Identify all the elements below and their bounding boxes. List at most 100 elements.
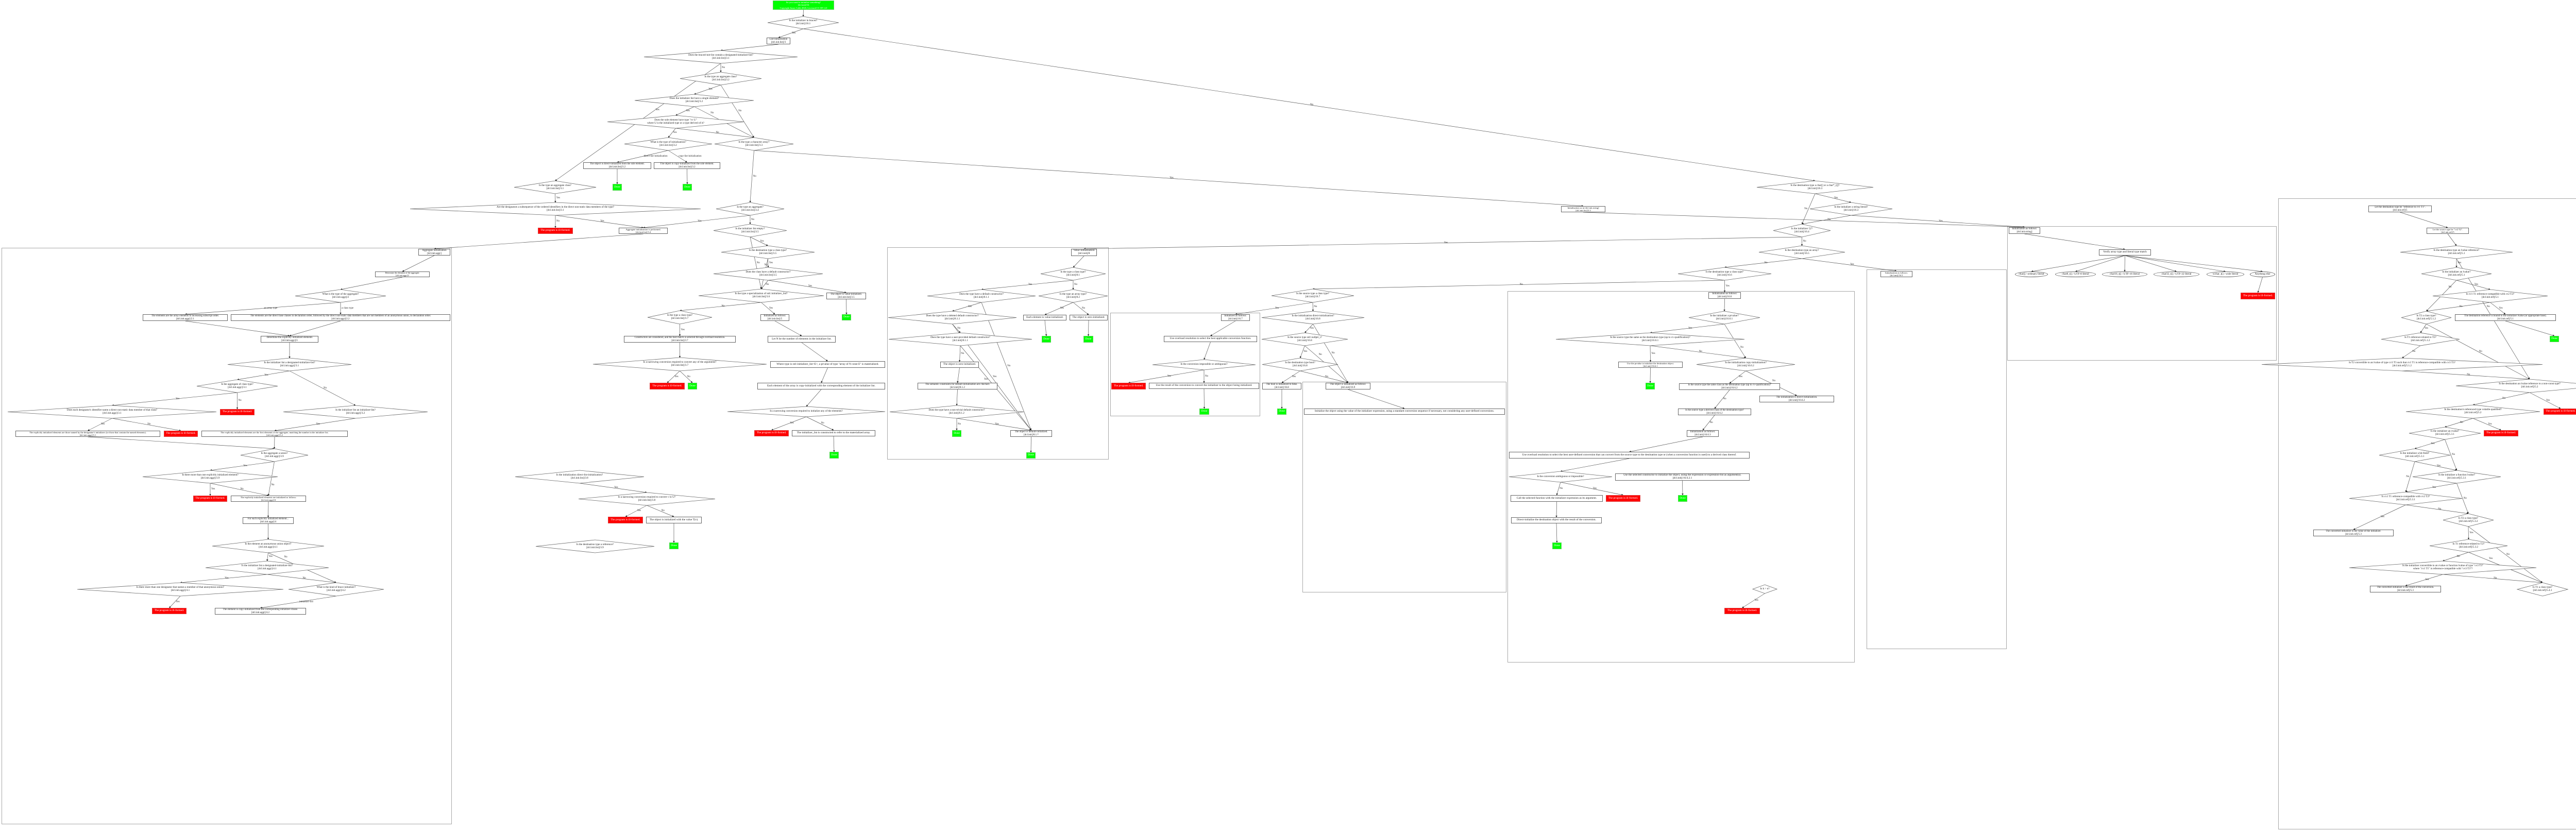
edge-arrow	[1702, 415, 1715, 431]
process-box: The object is initialized as follows: [d…	[1326, 383, 1370, 389]
edge-arrow	[803, 28, 1816, 182]
edge-arrow	[1714, 389, 1730, 409]
diamond-shape	[1041, 267, 1106, 280]
edge-arrow	[1555, 501, 1557, 518]
node-label: Is the initializer a prvalue? [dcl.init]…	[1710, 314, 1739, 320]
literal-type-option: char16_t[] / UTF-16 literal	[2102, 271, 2147, 277]
node-label: Aggregate initialization [dcl.init.aggr]	[422, 249, 447, 255]
decision-node: Is there more than one designator that n…	[77, 583, 283, 596]
decision-node: Is the type an aggregate class? [dcl.ini…	[514, 181, 596, 194]
edge-arrow	[1583, 212, 2025, 228]
node-label: Done	[1554, 544, 1560, 547]
diamond-shape	[1759, 246, 1845, 259]
node-label: Initialization as in [dcl.init.string] […	[1567, 207, 1599, 212]
node-label: The program is ill-formed.	[2546, 410, 2575, 413]
edge-arrow	[845, 299, 848, 315]
edge-arrow	[720, 84, 754, 138]
edge-arrow	[1649, 367, 1651, 383]
process-box: The element is copy-initialized from the…	[215, 608, 306, 615]
cluster-aggregate-initialization	[2, 248, 452, 824]
diamond-shape	[768, 16, 839, 29]
ill-formed-terminal: The program is ill-formed.	[2241, 293, 2275, 299]
edge-arrow	[2024, 233, 2125, 250]
edge-arrow	[1128, 369, 1205, 384]
decision-node: Is the initialization direct-list-initia…	[515, 470, 644, 483]
edge-arrow	[1724, 324, 1746, 359]
diamond-shape	[2456, 379, 2576, 393]
edge-arrow	[267, 461, 275, 496]
node-label: Where type is std::initializer_list<E>, …	[776, 362, 879, 366]
edge-arrow	[340, 277, 403, 291]
decision-node: Is a narrowing conversion required to co…	[593, 358, 767, 371]
diamond-shape	[1773, 224, 1831, 237]
ill-formed-terminal: The program is ill-formed.	[220, 409, 255, 415]
diamond-shape	[77, 583, 283, 596]
node-label: Done	[1043, 337, 1049, 341]
edge-arrow	[750, 236, 768, 246]
process-box: Each element is value-initialized.	[1023, 315, 1066, 320]
node-label: Done	[831, 453, 837, 456]
node-label: The semantic constraints for default-ini…	[925, 383, 990, 389]
done-terminal: Done	[1678, 495, 1687, 502]
process-box: The initialization is direct-initializat…	[1759, 396, 1834, 402]
node-label: Each element is value-initialized.	[1026, 315, 1063, 319]
decision-node: Is the type an aggregate? [dcl.init.list…	[716, 202, 784, 215]
diamond-shape	[1810, 202, 1892, 215]
node-label: Initialization as follows: [dcl.init]/16…	[1690, 431, 1716, 436]
node-label: Does the type have a user-provided defau…	[930, 335, 990, 342]
node-label: Use overload resolution to select the be…	[1170, 337, 1251, 341]
done-terminal: Done	[829, 452, 839, 459]
edge-arrow	[1073, 302, 1089, 315]
ill-formed-terminal: The program is ill-formed.	[1606, 495, 1640, 502]
node-label: Is the type an aggregate? [dcl.init.list…	[737, 205, 764, 212]
ill-formed-terminal: The program is ill-formed.	[608, 517, 643, 523]
decision-node: Is the destination an lvalue reference t…	[2456, 379, 2576, 393]
node-label: The element is copy-initialized from the…	[223, 608, 298, 614]
diamond-shape	[1272, 289, 1354, 302]
decision-node: Is the type an aggregate class? [dcl.ini…	[680, 72, 761, 85]
cluster-array-initialization	[1867, 269, 2007, 649]
edge-arrow	[1649, 345, 1652, 362]
node-label: Each element of the array is copy-initia…	[767, 384, 875, 387]
diamond-shape	[1153, 360, 1256, 370]
edge-arrow	[2125, 255, 2177, 272]
process-box: The object is copy-initialized from the …	[654, 162, 720, 169]
node-label: Is the type an aggregate class? [dcl.ini…	[539, 183, 571, 190]
edge-arrow	[2472, 392, 2530, 406]
edge-arrow	[1560, 458, 1630, 472]
edge-arrow	[1851, 215, 2025, 228]
decision-node: Is the type a specialization of std::ini…	[699, 289, 824, 302]
ill-formed-terminal: The program is ill-formed.	[1724, 608, 1760, 614]
edge-arrow	[1299, 345, 1305, 359]
node-label: The object is direct-initialized from th…	[589, 163, 645, 168]
edge-arrow	[2353, 504, 2406, 530]
edge-arrow	[1281, 370, 1300, 383]
node-label: Done	[1279, 410, 1285, 413]
edge-arrow	[761, 302, 775, 315]
edge-arrow	[1556, 523, 1558, 543]
edge-arrow	[1802, 215, 1852, 225]
edge-arrow	[2490, 302, 2506, 315]
edge-arrow	[266, 552, 268, 562]
node-label: Is the type a character array? [dcl.init…	[738, 140, 770, 147]
node-label: Is a narrowing conversion required to co…	[618, 495, 676, 502]
node-label: Is the destination type a reference? [dc…	[576, 542, 614, 549]
decision-node: Is the type a character array? [dcl.init…	[715, 138, 793, 150]
node-label: Is the initialization direct-list-initia…	[556, 473, 603, 480]
diamond-shape	[2413, 470, 2501, 483]
node-label: Is the destination type a class type? [d…	[1705, 270, 1744, 277]
edge-arrow	[185, 320, 290, 337]
diamond-shape	[680, 72, 761, 85]
edge-arrow	[2405, 461, 2415, 493]
node-label: Done	[671, 544, 677, 547]
node-label: Is the initializer list a designated-ini…	[264, 361, 315, 367]
diamond-shape	[1757, 181, 1873, 194]
edge-arrow	[802, 9, 804, 17]
decision-node: Is the initializer list a designated-ini…	[228, 358, 351, 371]
edge-arrow	[2125, 255, 2263, 273]
ill-formed-terminal: The program is ill-formed.	[152, 608, 187, 614]
decision-node: Is the initializer in braces? [dcl.init]…	[768, 16, 839, 29]
diamond-shape	[8, 405, 216, 418]
node-label: Done	[954, 431, 960, 435]
edge-arrow	[2529, 392, 2561, 409]
